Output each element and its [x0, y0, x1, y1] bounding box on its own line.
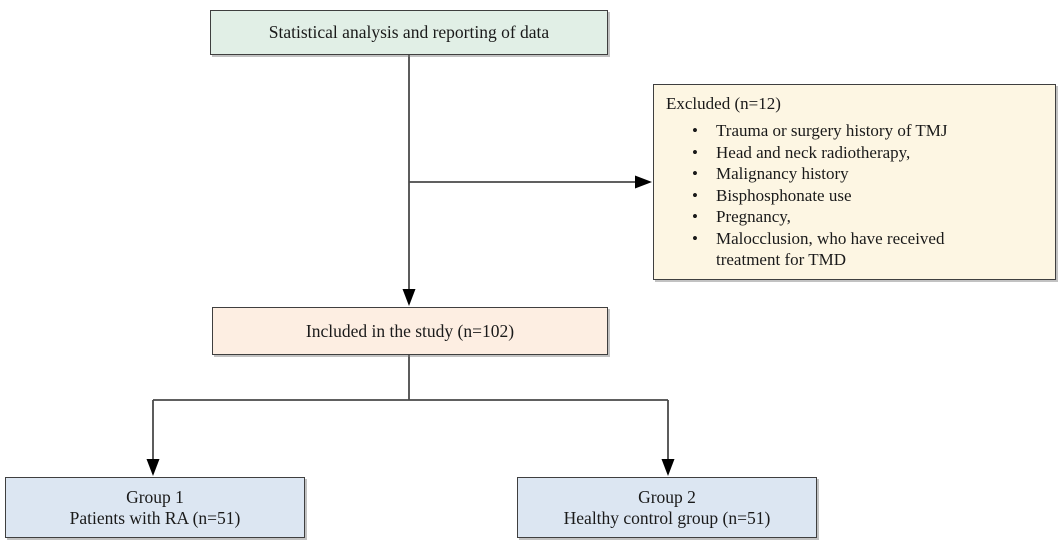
excluded-item: Malignancy history: [692, 163, 997, 185]
included-label: Included in the study (n=102): [305, 320, 515, 341]
excluded-item: Pregnancy,: [692, 206, 997, 228]
group1-title: Group 1: [126, 486, 184, 507]
group2-title: Group 2: [638, 486, 696, 507]
excluded-title: Excluded (n=12): [666, 94, 781, 113]
excluded-criteria-list: Trauma or surgery history of TMJ Head an…: [692, 120, 997, 271]
excluded-item: Trauma or surgery history of TMJ: [692, 120, 997, 142]
group1-box: Group 1 Patients with RA (n=51): [5, 477, 305, 538]
included-box: Included in the study (n=102): [212, 307, 608, 355]
excluded-item: Head and neck radiotherapy,: [692, 142, 997, 164]
group1-description: Patients with RA (n=51): [69, 507, 241, 528]
excluded-box: Excluded (n=12) Trauma or surgery histor…: [653, 84, 1056, 280]
arrowhead-into-group2: [661, 459, 675, 476]
arrowhead-into-included: [402, 289, 416, 306]
statistical-analysis-label: Statistical analysis and reporting of da…: [268, 22, 550, 42]
arrowhead-into-group1: [146, 459, 160, 476]
statistical-analysis-box: Statistical analysis and reporting of da…: [210, 10, 608, 55]
arrowhead-into-excluded: [635, 175, 652, 189]
excluded-item: Bisphosphonate use: [692, 185, 997, 207]
group2-description: Healthy control group (n=51): [563, 507, 771, 528]
group2-box: Group 2 Healthy control group (n=51): [517, 477, 817, 538]
excluded-item: Malocclusion, who have received treatmen…: [692, 228, 997, 271]
